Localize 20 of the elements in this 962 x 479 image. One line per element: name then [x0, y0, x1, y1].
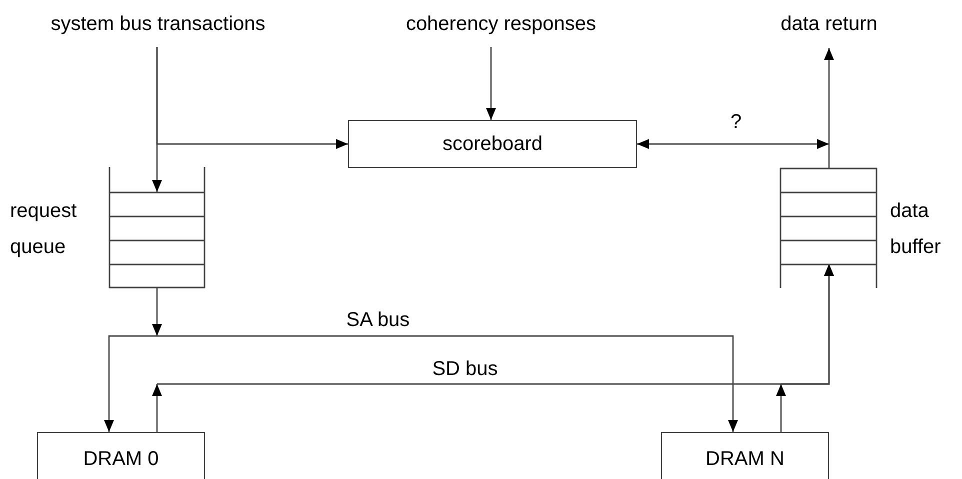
queue-label: request queue: [10, 199, 78, 260]
queue-buffer: [109, 167, 205, 288]
arrow: [637, 139, 829, 149]
arrow: [152, 384, 162, 432]
scoreboard-box: scoreboard: [348, 120, 637, 168]
queue-buffer: [780, 168, 877, 288]
memory-box: DRAM 0: [37, 432, 205, 479]
memory-box: DRAM N: [661, 432, 829, 479]
bus-label: data return: [762, 8, 896, 40]
bus-line: [104, 335, 157, 432]
arrow: [486, 47, 496, 120]
bus-line: [157, 335, 738, 432]
bus-label: system bus transactions: [12, 8, 304, 40]
bus-label: coherency responses: [370, 8, 632, 40]
arrow: [156, 47, 348, 149]
queue-label: data buffer: [890, 199, 942, 260]
arrow: [152, 288, 162, 336]
bus-line: [781, 264, 834, 385]
arrow: [824, 48, 834, 168]
arrow: [776, 384, 786, 432]
